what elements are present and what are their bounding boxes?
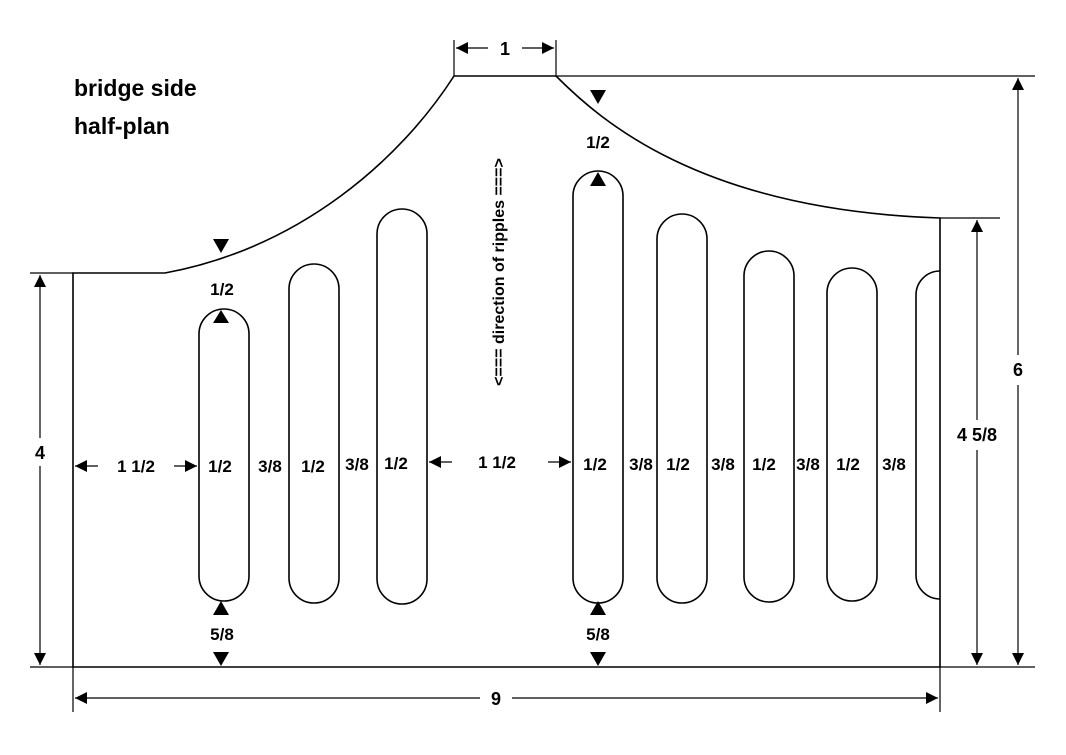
- gap-2-label: 3/8: [345, 455, 369, 474]
- edge-marker-right: [590, 90, 606, 104]
- slot-5: [656, 213, 708, 604]
- slot-3-width-label: 1/2: [384, 454, 408, 473]
- slot-top-marker-right: [590, 172, 606, 186]
- bottom-clear-left-label: 5/8: [210, 625, 234, 644]
- overall-width-label: 9: [491, 689, 501, 709]
- right-height-label: 6: [1013, 360, 1023, 380]
- slot-bottom-marker-right: [590, 601, 606, 615]
- top-clear-right-label: 1/2: [586, 133, 610, 152]
- title-line-1: bridge side: [74, 75, 197, 101]
- top-clear-left-label: 1/2: [210, 280, 234, 299]
- top-width-label: 1: [500, 39, 510, 59]
- gap-5-label: 3/8: [711, 455, 735, 474]
- slot-2: [288, 263, 340, 604]
- slot-5-width-label: 1/2: [666, 455, 690, 474]
- center-gap-label: 1 1/2: [478, 453, 516, 472]
- slot-4-width-label: 1/2: [583, 455, 607, 474]
- ripples-annotation: <=== direction of ripples ===>: [491, 158, 508, 386]
- gap-7-label: 3/8: [882, 455, 906, 474]
- bottom-clear-right-label: 5/8: [586, 625, 610, 644]
- slot-top-marker-left: [213, 310, 229, 323]
- title-line-2: half-plan: [74, 113, 170, 139]
- bottom-edge-marker-left: [213, 652, 229, 666]
- slot-1-width-label: 1/2: [208, 457, 232, 476]
- slot-6-width-label: 1/2: [752, 455, 776, 474]
- left-height-label: 4: [35, 443, 45, 463]
- gap-1-label: 3/8: [258, 457, 282, 476]
- slot-7-width-label: 1/2: [836, 455, 860, 474]
- slot-bottom-marker-left: [213, 601, 229, 615]
- right-inner-height-label: 4 5/8: [957, 425, 997, 445]
- slot-1: [198, 308, 250, 602]
- slot-7: [826, 267, 878, 602]
- slot-3: [376, 208, 428, 605]
- slot-4: [572, 170, 624, 604]
- gap-6-label: 3/8: [796, 455, 820, 474]
- slot-2-width-label: 1/2: [301, 457, 325, 476]
- edge-marker-left: [213, 239, 229, 253]
- gap-4-label: 3/8: [629, 455, 653, 474]
- slot-8-partial: [915, 270, 941, 600]
- left-margin-label: 1 1/2: [117, 457, 155, 476]
- slot-6: [743, 250, 795, 603]
- bottom-edge-marker-right: [590, 652, 606, 666]
